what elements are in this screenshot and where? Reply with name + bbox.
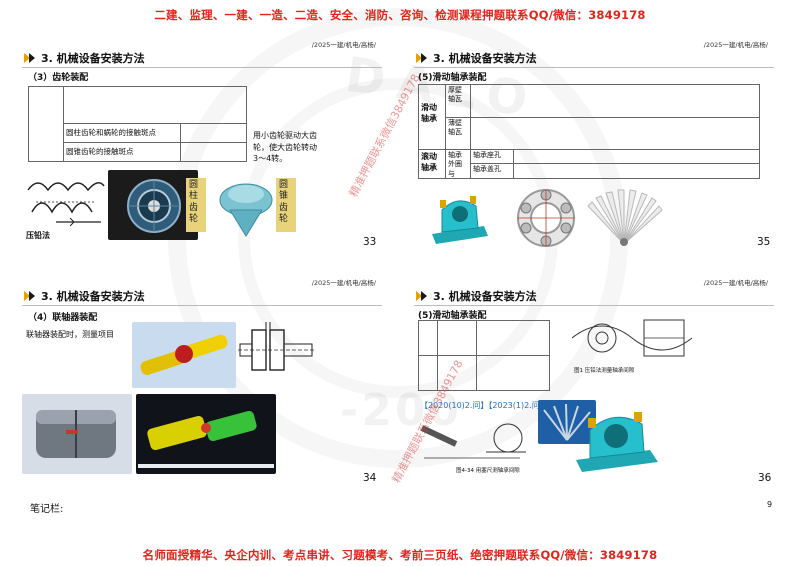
slide-source: /2025一建/机电/高杨/	[703, 279, 768, 287]
page-number: 34	[363, 472, 377, 484]
slide-source: /2025一建/机电/高杨/	[311, 279, 376, 287]
table-value-cell	[513, 149, 760, 164]
divider	[22, 67, 382, 68]
pressure-caption: 压铅法	[26, 231, 50, 240]
bearing-block-image	[428, 190, 492, 248]
table-row: 轴承座孔	[470, 149, 514, 164]
section-heading: （3）齿轮装配	[28, 73, 89, 83]
coupling-drawing	[232, 318, 322, 380]
table-cell	[418, 320, 438, 356]
exam-tags: 【2020(10)2.问】【2023(1)2.问】	[420, 401, 548, 410]
lead-pressure-sketch	[26, 172, 106, 232]
table-value-cell	[470, 117, 760, 150]
gear-photo	[108, 170, 198, 240]
section-heading: (5)滑动轴承装配	[418, 311, 487, 321]
feeler-gauge-photo	[538, 400, 596, 444]
page-number: 36	[758, 472, 772, 484]
slide-title-text: 3. 机械设备安装方法	[41, 290, 145, 303]
table-row: 圆锥齿轮的接触斑点	[63, 142, 181, 162]
universal-joint-image	[132, 322, 236, 388]
table-cell	[476, 355, 550, 391]
table-value-cell	[180, 142, 247, 162]
divider	[414, 305, 774, 306]
table-value-cell	[513, 163, 760, 179]
figure-caption: 图1 压铅法测量轴承间隙	[574, 368, 635, 374]
table-cell	[476, 320, 550, 356]
table-row: 厚壁轴瓦	[445, 84, 471, 118]
bottom-banner: 名师面授精华、央企内训、考点串讲、习题模考、考前三页纸、绝密押题联系QQ/微信：…	[142, 548, 658, 562]
pillow-block-image	[572, 406, 662, 478]
gear-note: 用小齿轮驱动大齿轮，使大齿轮转动3～4转。	[253, 131, 317, 164]
row-label: 圆柱齿轮和蜗轮的接触斑点	[66, 128, 156, 137]
slide-source: /2025一建/机电/高杨/	[703, 41, 768, 49]
table-group-cell: 滚动轴承	[418, 149, 446, 179]
slide-35: /2025一建/机电/高杨/ 3. 机械设备安装方法 (5)滑动轴承装配 滑动轴…	[414, 40, 774, 258]
table-value-cell	[470, 84, 760, 118]
bevel-gear-image	[216, 170, 278, 240]
table-group-cell: 滑动轴承	[418, 84, 446, 150]
double-arrow-icon	[416, 52, 429, 64]
slide-title: 3. 机械设备安装方法	[24, 50, 145, 66]
page-number: 33	[363, 236, 377, 248]
slide-title: 3. 机械设备安装方法	[24, 288, 145, 304]
feeler-gauge-image	[584, 188, 664, 248]
cone-gear-caption: 圆锥齿轮	[276, 178, 296, 232]
table-cell-blank-left	[28, 86, 64, 162]
double-arrow-icon	[416, 290, 429, 302]
sheet-number: 9	[767, 500, 773, 509]
divider	[414, 67, 774, 68]
table-subgroup-cell: 轴承外圈与	[445, 149, 471, 179]
slide-33: /2025一建/机电/高杨/ 3. 机械设备安装方法 （3）齿轮装配 圆柱齿轮和…	[22, 40, 382, 258]
table-value-cell	[180, 123, 247, 143]
slide-title: 3. 机械设备安装方法	[416, 50, 537, 66]
slide-34: /2025一建/机电/高杨/ 3. 机械设备安装方法 （4）联轴器装配 联轴器装…	[22, 278, 382, 496]
bearing-schematic	[562, 308, 702, 372]
alignment-software-image	[136, 394, 276, 474]
slide-36: /2025一建/机电/高杨/ 3. 机械设备安装方法 (5)滑动轴承装配 图1 …	[414, 278, 774, 496]
shaft-clearance-drawing	[416, 414, 526, 470]
top-banner: 二建、监理、一建、一造、二造、安全、消防、咨询、检测课程押题联系QQ/微信：38…	[154, 8, 646, 22]
slide-source: /2025一建/机电/高杨/	[311, 41, 376, 49]
page-number: 35	[757, 236, 771, 248]
double-arrow-icon	[24, 52, 37, 64]
row-label: 圆锥齿轮的接触斑点	[66, 147, 134, 156]
figure-caption: 图4-34 用塞尺测轴承间隙	[456, 468, 520, 474]
table-cell	[418, 355, 438, 391]
table-cell-blank-top	[63, 86, 247, 124]
slide-title-text: 3. 机械设备安装方法	[41, 52, 145, 65]
table-row: 薄壁轴瓦	[445, 117, 471, 150]
section-heading: （4）联轴器装配	[28, 313, 98, 323]
notes-label: 笔记栏:	[30, 504, 64, 515]
table-row: 轴承盖孔	[470, 163, 514, 179]
table-row: 圆柱齿轮和蜗轮的接触斑点	[63, 123, 181, 143]
coupling-cylinder-image	[22, 394, 132, 474]
slide-title-text: 3. 机械设备安装方法	[433, 52, 537, 65]
section-heading: (5)滑动轴承装配	[418, 73, 487, 83]
table-cell	[437, 320, 477, 356]
rolling-bearing-image	[514, 186, 578, 250]
double-arrow-icon	[24, 290, 37, 302]
cylinder-gear-caption: 圆柱齿轮	[186, 178, 206, 232]
coupling-note: 联轴器装配时，测量项目	[26, 330, 114, 339]
slide-title-text: 3. 机械设备安装方法	[433, 290, 537, 303]
slide-title: 3. 机械设备安装方法	[416, 288, 537, 304]
watermark-year: -200	[340, 385, 463, 436]
divider	[22, 305, 382, 306]
